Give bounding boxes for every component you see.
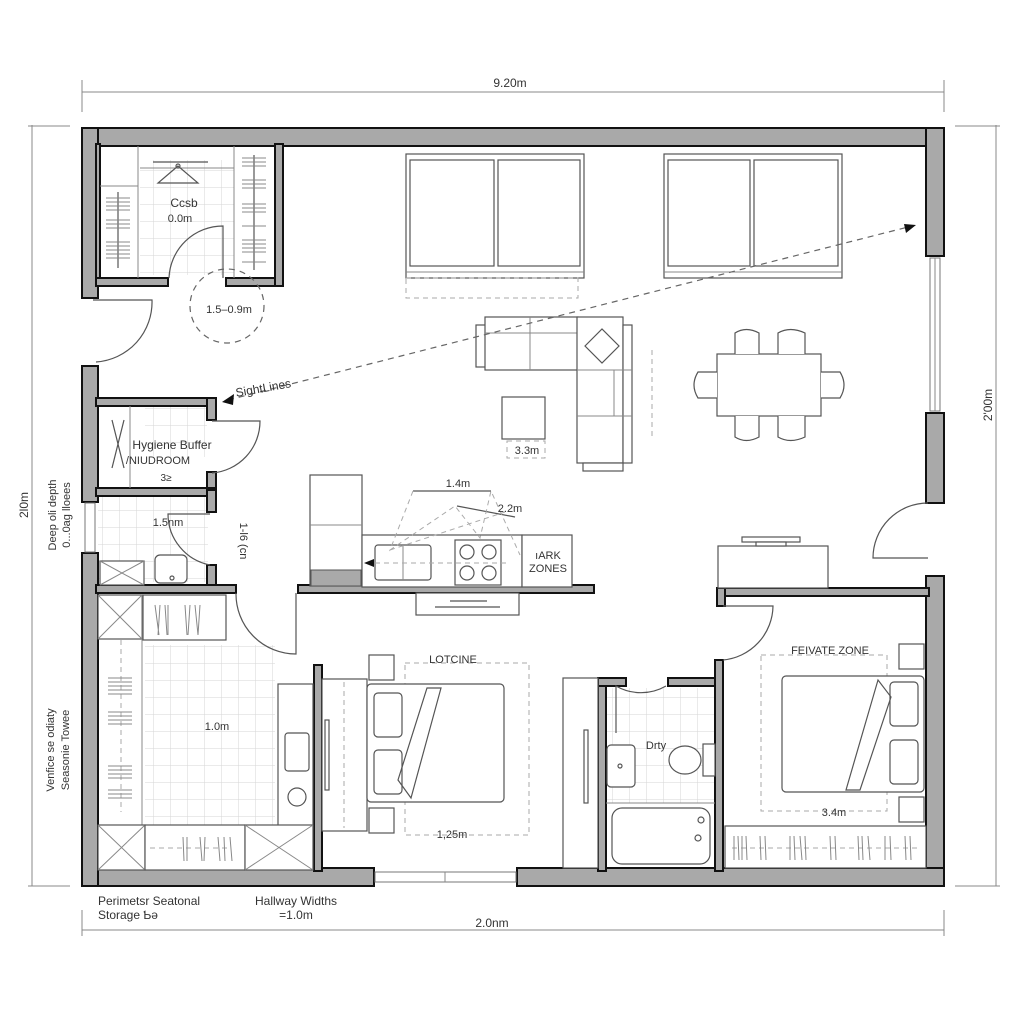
refrigerator [309,474,363,587]
sectional-sofa [475,316,633,472]
powder-room-size: 1.5nm [153,517,184,529]
coffee-table [501,396,546,440]
bath-name: Drty [646,740,667,752]
nightstand [898,643,925,670]
left-note-2-line1: Venfice se odiaty [45,708,57,792]
mudroom-name-line1: Hygiene Buffer [132,438,211,452]
bathroom-door[interactable] [615,684,667,733]
dimension-left: 2l0m [17,125,70,887]
closet-door[interactable] [168,225,224,279]
exterior-walls [81,127,945,887]
dining-table [693,328,845,442]
side-entrance-door[interactable] [872,502,929,559]
storage-room-tiles [145,645,275,825]
entrance-door[interactable] [93,299,153,363]
tv-cabinet-left [405,153,585,279]
bedroom-1: LOTCINE 1,25m [321,654,599,869]
bottom-note-1-line1: Perimetsr Seatonal [98,894,200,908]
closet-name: Ccsb [170,196,198,210]
hanging-rod-right [242,155,266,270]
mudroom: Hygiene Buffer /NIUDROOM 3≥ [111,406,261,488]
dimension-right-label: 2'00m [981,389,995,421]
left-annotations: Deep oli depth 0...0ag lloees Venfice se… [45,480,73,792]
kitchen: ıARK ZONES 1.4m 2.2m [309,474,573,616]
powder-room: 1.5nm [99,513,211,586]
island-drawer [415,592,520,616]
work-triangle [364,489,521,567]
bedroom2-zone-label: FEIVATE ZONE [791,645,869,657]
bedroom2-size: 3.4m [822,807,846,819]
dark-zones-line1: ıARK [535,550,561,562]
nightstand [368,807,395,834]
bedroom1-size: 1,25m [437,829,468,841]
closet-tiles [140,160,234,275]
hanger-icon [153,161,208,184]
left-note-1-line1: Deep oli depth [47,480,59,551]
tv-cabinet-right [663,153,843,279]
bottom-note-2-line1: Hallway Widths [255,894,337,908]
bathroom: Drty [606,684,716,865]
cushion-icon [584,328,620,364]
bathroom-sink [606,744,636,788]
toilet-icon [668,745,702,775]
bottom-note-2-line2: =1.0m [279,908,313,922]
storage-room: 1.0m [97,594,314,871]
hall-storage-door[interactable] [235,592,297,655]
closet-size: 0.0m [168,213,192,225]
nightstand [368,654,395,681]
sink-icon [154,554,188,584]
left-note-1-line2: 0...0ag lloees [61,482,73,548]
sightlines-label: SightLines [234,376,292,400]
dimension-right: 2'00m [955,125,1000,887]
turning-circle [189,268,265,344]
wardrobe-2 [562,677,599,869]
triangle-top-label: 1.4m [446,478,470,490]
dimension-top-label: 9.20m [493,76,526,90]
coffee-table-size: 3.3m [515,445,539,457]
nightstand [898,796,925,823]
powder-room-door[interactable] [167,513,211,566]
bottom-note-1-line2: Storage Ƅə [98,908,158,922]
turning-circle-label: 1.5–0.9m [206,304,252,316]
mudroom-name-line2: /NIUDROOM [126,455,190,467]
dimension-bottom-label: 2.0nm [475,916,508,930]
dark-zones-box [521,534,573,588]
cross-rack-icon [111,419,125,469]
dimension-top: 9.20m [81,76,945,112]
living-room: 3.3m [405,153,845,472]
sideboard [717,536,829,589]
dimension-bottom: 2.0nm [81,910,945,936]
dark-zones-line2: ZONES [529,563,567,575]
mudroom-tiles [145,405,207,457]
bedroom1-zone-label: LOTCINE [429,654,477,666]
mudroom-door[interactable] [211,420,261,474]
dimension-left-label: 2l0m [17,492,31,518]
bedroom-2: FEIVATE ZONE 3.4m [724,643,927,869]
storage-room-size: 1.0m [205,721,229,733]
hall-vertical-size: 1-l⁨6 (cn [237,523,249,560]
hanging-rod-left [106,192,130,268]
left-note-2-line2: Seasonie Towee [60,710,72,791]
bedroom2-closet [724,825,927,869]
bottom-annotations: Perimetsr Seatonal Storage Ƅə Hallway Wi… [98,894,337,922]
left-window [84,502,96,553]
bathtub [611,807,711,865]
closet: Ccsb 0.0m 1.5–0.9m [100,146,266,344]
triangle-side-label: 2.2m [498,503,522,515]
mudroom-size: 3≥ [160,473,172,484]
bedroom2-door[interactable] [722,605,774,661]
